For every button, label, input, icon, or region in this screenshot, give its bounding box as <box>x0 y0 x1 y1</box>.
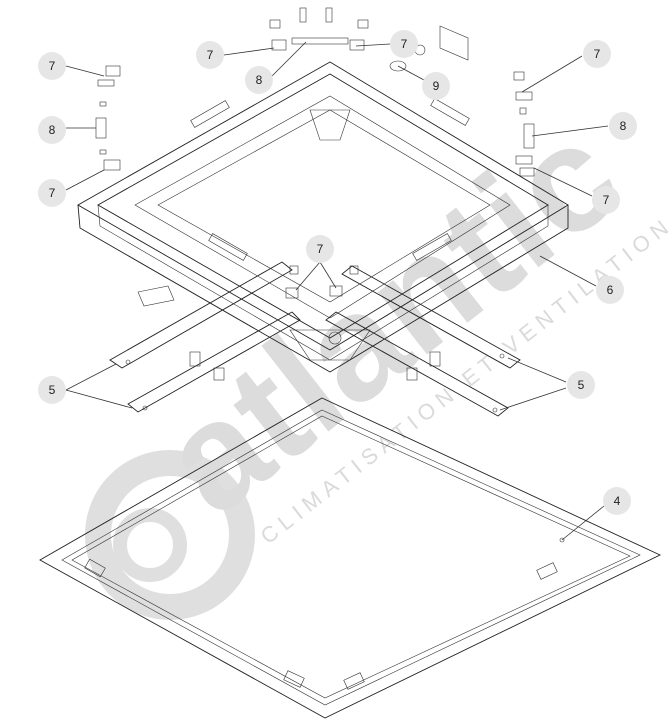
callout-5: 5 <box>567 371 595 399</box>
grille-frame <box>39 397 662 719</box>
hardware-parts <box>95 7 535 299</box>
callout-label: 7 <box>49 186 56 200</box>
callouts: 7 8 7 9 7 7 8 7 <box>38 30 637 515</box>
callout-7: 7 <box>592 186 620 214</box>
callout-8: 8 <box>609 112 637 140</box>
callout-label: 5 <box>578 378 585 392</box>
callout-7: 7 <box>306 235 334 263</box>
callout-label: 4 <box>614 494 621 508</box>
callout-6: 6 <box>596 276 624 304</box>
callout-label: 8 <box>49 123 56 137</box>
callout-5: 5 <box>38 376 66 404</box>
callout-7: 7 <box>583 40 611 68</box>
callout-7: 7 <box>196 41 224 69</box>
callout-7: 7 <box>38 179 66 207</box>
callout-9: 9 <box>422 72 450 100</box>
callout-8: 8 <box>245 66 273 94</box>
chassis-frame <box>77 61 569 381</box>
callout-label: 7 <box>49 59 56 73</box>
filter-strips <box>109 261 521 417</box>
callout-label: 7 <box>317 242 324 256</box>
callout-7: 7 <box>38 52 66 80</box>
callout-4: 4 <box>603 487 631 515</box>
callout-label: 9 <box>433 79 440 93</box>
callout-label: 8 <box>620 119 627 133</box>
callout-label: 7 <box>207 48 214 62</box>
watermark-brand: atlantic <box>131 90 648 546</box>
callout-label: 7 <box>594 47 601 61</box>
callout-label: 5 <box>49 383 56 397</box>
callout-8: 8 <box>38 116 66 144</box>
callout-label: 6 <box>607 283 614 297</box>
callout-7: 7 <box>390 30 418 58</box>
callout-label: 7 <box>401 37 408 51</box>
callout-label: 8 <box>256 73 263 87</box>
callout-label: 7 <box>603 193 610 207</box>
callout-leaders <box>65 41 609 541</box>
